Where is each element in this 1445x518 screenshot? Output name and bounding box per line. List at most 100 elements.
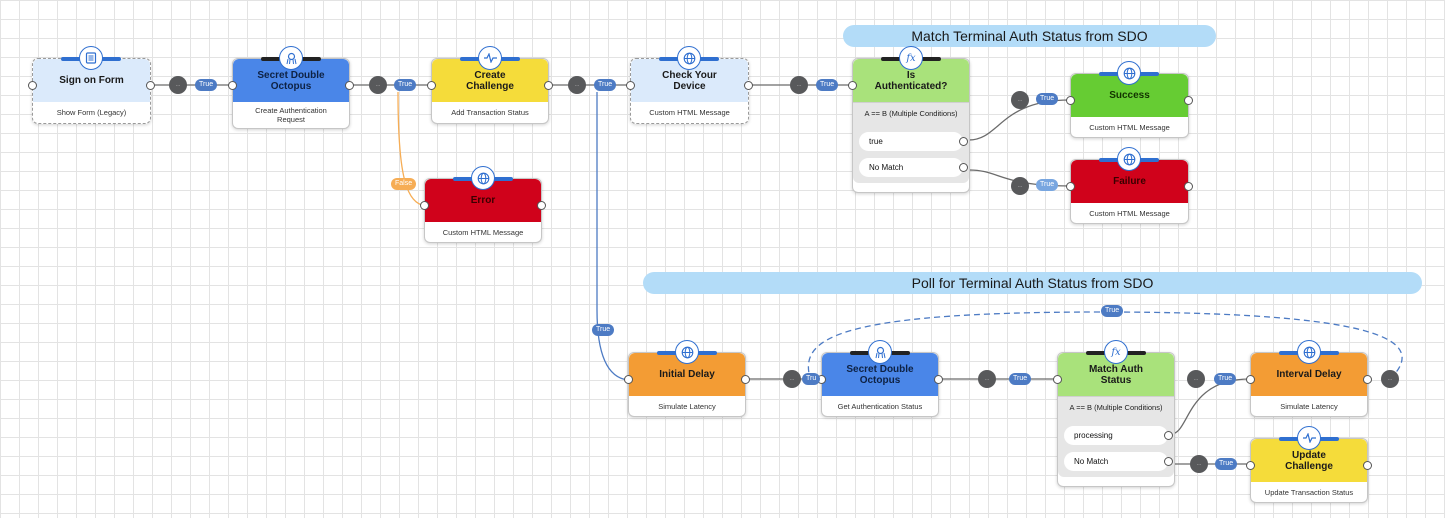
node-success[interactable]: Success Custom HTML Message bbox=[1066, 61, 1193, 138]
node-sign-on-form[interactable]: Sign on Form Show Form (Legacy) bbox=[28, 46, 155, 124]
edge-label-true: True bbox=[1036, 93, 1059, 105]
node-title: Failure bbox=[1071, 160, 1188, 203]
edge-label-false: False bbox=[391, 178, 417, 190]
globe-icon bbox=[677, 46, 701, 70]
connector-icon[interactable]: ⋯ bbox=[1011, 91, 1029, 109]
output-port[interactable] bbox=[1363, 375, 1372, 384]
node-subtitle: Simulate Latency bbox=[658, 402, 716, 411]
input-port[interactable] bbox=[28, 81, 37, 90]
input-port[interactable] bbox=[626, 81, 635, 90]
condition-row[interactable]: processing bbox=[1064, 426, 1173, 445]
output-port[interactable] bbox=[544, 81, 553, 90]
input-port[interactable] bbox=[427, 81, 436, 90]
node-sdo-get[interactable]: Secret Double Octopus Get Authentication… bbox=[817, 340, 943, 417]
node-create-challenge[interactable]: Create Challenge Add Transaction Status bbox=[427, 46, 553, 124]
edge-label-true: True bbox=[594, 79, 617, 91]
condition-row[interactable]: No Match bbox=[859, 158, 968, 177]
output-port[interactable] bbox=[741, 375, 750, 384]
node-subtitle: Simulate Latency bbox=[1280, 402, 1338, 411]
node-is-authenticated[interactable]: fx Is Authenticated? A == B (Multiple Co… bbox=[848, 46, 970, 193]
connector-icon[interactable]: ⋯ bbox=[1187, 370, 1205, 388]
octopus-icon bbox=[868, 340, 892, 364]
connector-icon[interactable]: ⋯ bbox=[790, 76, 808, 94]
input-port[interactable] bbox=[1066, 96, 1075, 105]
connector-icon[interactable]: ⋯ bbox=[369, 76, 387, 94]
globe-icon bbox=[675, 340, 699, 364]
output-port[interactable] bbox=[959, 137, 968, 146]
condition-expression: A == B (Multiple Conditions) bbox=[1069, 403, 1163, 412]
edge-label-true: True bbox=[394, 79, 417, 91]
node-initial-delay[interactable]: Initial Delay Simulate Latency bbox=[624, 340, 750, 417]
node-subtitle: Add Transaction Status bbox=[451, 108, 529, 117]
node-title: Is Authenticated? bbox=[853, 59, 969, 102]
edge-label-true: True bbox=[1214, 373, 1237, 385]
edge-label-true: True bbox=[816, 79, 839, 91]
function-icon: fx bbox=[1104, 340, 1128, 364]
condition-label: processing bbox=[1074, 431, 1113, 440]
input-port[interactable] bbox=[420, 201, 429, 210]
output-port[interactable] bbox=[1184, 182, 1193, 191]
node-check-device[interactable]: Check Your Device Custom HTML Message bbox=[626, 46, 753, 124]
output-port[interactable] bbox=[146, 81, 155, 90]
node-failure[interactable]: Failure Custom HTML Message bbox=[1066, 147, 1193, 224]
input-port[interactable] bbox=[1246, 461, 1255, 470]
connector-icon[interactable]: ⋯ bbox=[783, 370, 801, 388]
form-icon bbox=[79, 46, 103, 70]
node-error[interactable]: Error Custom HTML Message bbox=[420, 166, 546, 243]
output-port[interactable] bbox=[1164, 431, 1173, 440]
node-interval-delay[interactable]: Interval Delay Simulate Latency bbox=[1246, 340, 1372, 417]
node-sdo-create[interactable]: Secret Double Octopus Create Authenticat… bbox=[228, 46, 354, 129]
output-port[interactable] bbox=[959, 163, 968, 172]
input-port[interactable] bbox=[1053, 375, 1062, 384]
globe-icon bbox=[1117, 61, 1141, 85]
input-port[interactable] bbox=[1246, 375, 1255, 384]
output-port[interactable] bbox=[1184, 96, 1193, 105]
input-port[interactable] bbox=[624, 375, 633, 384]
node-match-auth-status[interactable]: fx Match Auth Status A == B (Multiple Co… bbox=[1053, 340, 1175, 487]
edge-label-true: True bbox=[1101, 305, 1124, 317]
condition-label: true bbox=[869, 137, 883, 146]
output-port[interactable] bbox=[1363, 461, 1372, 470]
edge-label-true: True bbox=[592, 324, 615, 336]
node-subtitle: Custom HTML Message bbox=[1089, 123, 1170, 132]
edge-label-true: True bbox=[1009, 373, 1032, 385]
node-subtitle: Update Transaction Status bbox=[1264, 488, 1354, 497]
connector-icon[interactable]: ⋯ bbox=[978, 370, 996, 388]
input-port[interactable] bbox=[848, 81, 857, 90]
node-title: Secret Double Octopus bbox=[822, 353, 938, 396]
pulse-icon bbox=[1297, 426, 1321, 450]
node-subtitle: Custom HTML Message bbox=[649, 108, 730, 117]
group-banner-match: Match Terminal Auth Status from SDO bbox=[843, 25, 1216, 47]
connector-icon[interactable]: ⋯ bbox=[169, 76, 187, 94]
globe-icon bbox=[1297, 340, 1321, 364]
connector-icon[interactable]: ⋯ bbox=[1011, 177, 1029, 195]
output-port[interactable] bbox=[1164, 457, 1173, 466]
node-subtitle: Custom HTML Message bbox=[442, 228, 524, 237]
input-port[interactable] bbox=[1066, 182, 1075, 191]
pulse-icon bbox=[478, 46, 502, 70]
condition-label: No Match bbox=[869, 163, 904, 172]
node-subtitle: Show Form (Legacy) bbox=[56, 108, 127, 117]
connector-icon[interactable]: ⋯ bbox=[1381, 370, 1399, 388]
octopus-icon bbox=[279, 46, 303, 70]
edge-label-true: True bbox=[195, 79, 218, 91]
function-icon: fx bbox=[899, 46, 923, 70]
output-port[interactable] bbox=[744, 81, 753, 90]
node-subtitle: Create Authentication Request bbox=[255, 106, 327, 124]
connector-icon[interactable]: ⋯ bbox=[568, 76, 586, 94]
input-port[interactable] bbox=[228, 81, 237, 90]
connector-icon[interactable]: ⋯ bbox=[1190, 455, 1208, 473]
node-subtitle: Get Authentication Status bbox=[837, 402, 923, 411]
output-port[interactable] bbox=[345, 81, 354, 90]
edge-label-true: True bbox=[1036, 179, 1059, 191]
node-subtitle: Custom HTML Message bbox=[1089, 209, 1170, 218]
output-port[interactable] bbox=[537, 201, 546, 210]
output-port[interactable] bbox=[934, 375, 943, 384]
globe-icon bbox=[1117, 147, 1141, 171]
condition-expression: A == B (Multiple Conditions) bbox=[864, 109, 958, 118]
condition-label: No Match bbox=[1074, 457, 1109, 466]
edge-label-true: Tru bbox=[802, 373, 821, 385]
condition-row[interactable]: No Match bbox=[1064, 452, 1173, 471]
node-update-challenge[interactable]: Update Challenge Update Transaction Stat… bbox=[1246, 426, 1372, 503]
condition-row[interactable]: true bbox=[859, 132, 968, 151]
